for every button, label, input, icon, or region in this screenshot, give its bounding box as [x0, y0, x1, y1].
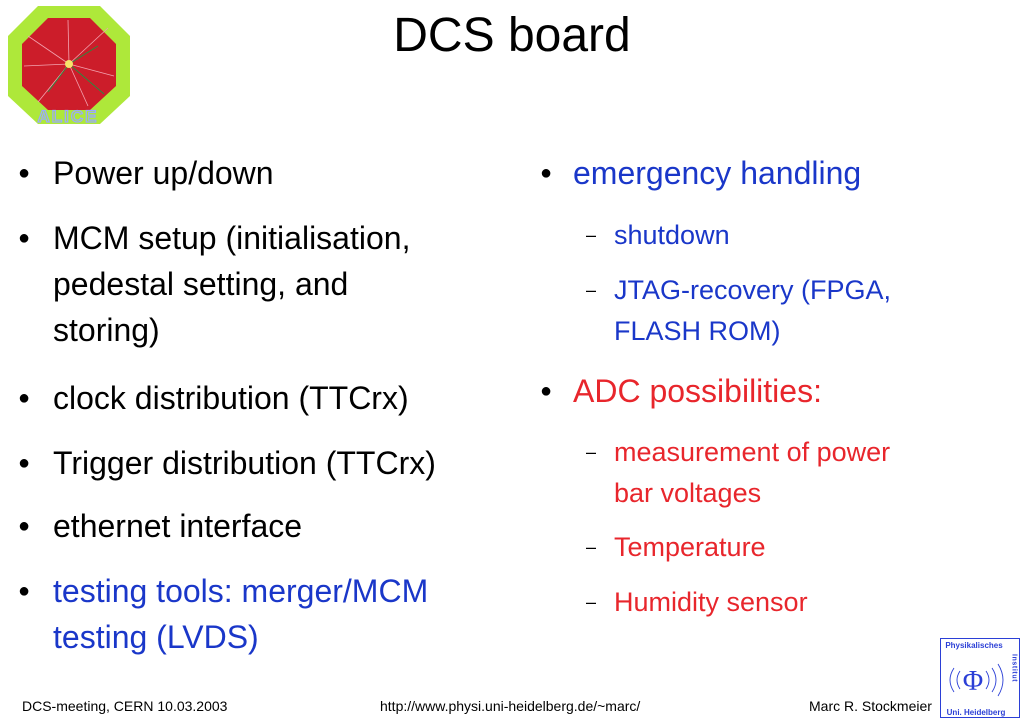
- dash-marker: –: [586, 225, 597, 245]
- phys-bottom-text: Uni. Heidelberg: [947, 708, 1006, 717]
- sub-item-line: Humidity sensor: [614, 587, 808, 617]
- dash-marker: –: [586, 280, 597, 300]
- bullet-marker: ●: [18, 515, 31, 537]
- footer-url: http://www.physi.uni-heidelberg.de/~marc…: [380, 698, 641, 714]
- phys-top-text: Physikalisches: [945, 641, 1003, 650]
- sub-item-line: FLASH ROM): [614, 316, 781, 346]
- phys-side-text: Institut: [1011, 654, 1018, 682]
- bullet-item-line: MCM setup (initialisation,: [53, 220, 411, 256]
- bullet-item-line: Trigger distribution (TTCrx): [53, 445, 436, 481]
- bullet-item-line: emergency handling: [573, 155, 862, 191]
- alice-logo: ALICE: [8, 6, 130, 124]
- bullet-item-line: ADC possibilities:: [573, 373, 822, 409]
- footer-author: Marc R. Stockmeier: [809, 698, 932, 714]
- bullet-marker: ●: [18, 452, 31, 474]
- sub-item-line: measurement of power: [614, 437, 891, 467]
- dash-marker: –: [586, 592, 597, 612]
- bullet-marker: ●: [18, 227, 31, 249]
- sub-item-line: bar voltages: [614, 478, 762, 508]
- bullet-marker: ●: [540, 162, 553, 184]
- sub-item-line: JTAG-recovery (FPGA,: [614, 275, 892, 305]
- bullet-item-line: testing tools: merger/MCM: [53, 573, 429, 609]
- alice-lettering: ALICE: [38, 107, 99, 124]
- sub-item-line: shutdown: [614, 220, 730, 250]
- dash-marker: –: [586, 442, 597, 462]
- bullet-marker: ●: [18, 580, 31, 602]
- bullet-marker: ●: [18, 162, 31, 184]
- sub-item-line: Temperature: [614, 532, 766, 562]
- bullet-item-line: clock distribution (TTCrx): [53, 380, 409, 416]
- bullet-item-line: testing (LVDS): [53, 619, 259, 655]
- phi-symbol: Φ: [963, 666, 983, 697]
- bullet-item-line: Power up/down: [53, 155, 274, 191]
- bullet-item-line: storing): [53, 312, 160, 348]
- bullet-marker: ●: [18, 387, 31, 409]
- footer-meeting: DCS-meeting, CERN 10.03.2003: [22, 698, 228, 714]
- bullet-item-line: ethernet interface: [53, 508, 303, 544]
- bullet-item-line: pedestal setting, and: [53, 266, 349, 302]
- bullet-marker: ●: [540, 380, 553, 402]
- physikalisches-institut-logo: Physikalisches Institut Uni. Heidelberg …: [940, 638, 1020, 718]
- dash-marker: –: [586, 537, 597, 557]
- slide-title: DCS board: [393, 9, 631, 62]
